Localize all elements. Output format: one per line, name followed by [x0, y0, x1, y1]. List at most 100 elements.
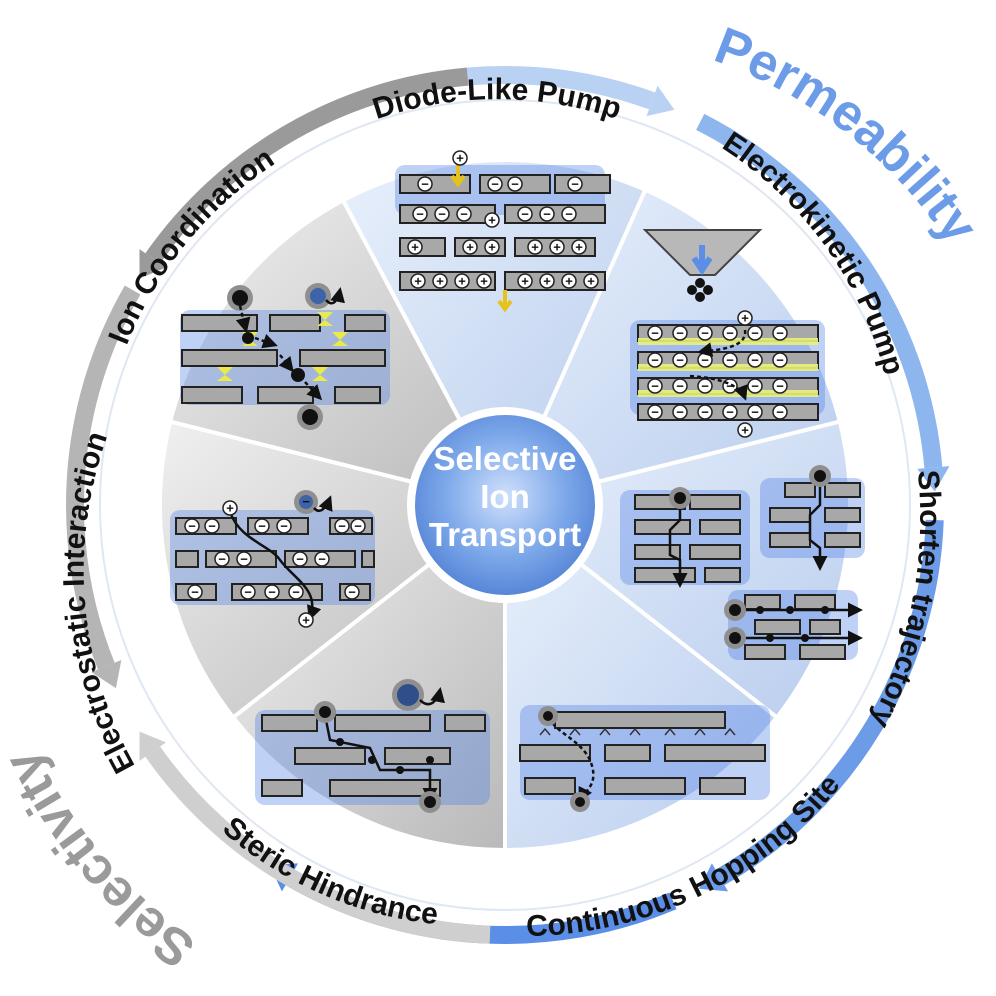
ekin-neg-symbol: − — [776, 353, 784, 368]
diode-neg-symbol: − — [511, 177, 519, 192]
short-trajectory-2 — [808, 478, 828, 571]
hop-site — [694, 727, 706, 736]
estat-anion-symbol: − — [302, 494, 310, 509]
estat-neg-symbol: − — [240, 552, 248, 567]
ekin-flow-band — [638, 338, 818, 345]
steric-dot — [336, 738, 344, 746]
ekin-neg-symbol: − — [676, 326, 684, 341]
diode-neg-circle — [507, 176, 523, 192]
ekin-neg-symbol: − — [701, 379, 709, 394]
center-line-3: Transport — [429, 516, 581, 553]
ekin-neg-circle — [772, 378, 788, 394]
coord-path — [278, 354, 294, 373]
diode-pos-symbol: + — [587, 274, 595, 289]
coord-slab — [257, 386, 314, 404]
ekin-neg-symbol: − — [651, 379, 659, 394]
ekin-neg-symbol: − — [751, 326, 759, 341]
center-disc — [415, 415, 595, 595]
coord-site — [317, 312, 333, 326]
diode-pos-circle — [432, 273, 448, 289]
ekin-neg-symbol: − — [776, 326, 784, 341]
coord-site — [332, 332, 348, 346]
hop-site — [664, 727, 676, 736]
ekin-neg-circle — [772, 404, 788, 420]
ekin-neg-circle — [772, 325, 788, 341]
coord-bounce — [325, 287, 345, 305]
estat-slab — [361, 550, 375, 568]
funnel-blue-arrow — [691, 245, 713, 276]
hop-ion — [543, 711, 553, 721]
short-slab — [824, 482, 861, 498]
ekin-neg-circle — [697, 325, 713, 341]
diode-ion-symbol: + — [456, 151, 464, 166]
arrow-left-upper-grey-head — [139, 249, 167, 279]
mechanism-illustrations: −−−−−−−−−−++++++++++++++++−−−−−−−−−−−−−−… — [170, 150, 865, 813]
diode-neg-circle — [456, 206, 472, 222]
hop-slab — [604, 777, 686, 795]
ekin-neg-symbol: − — [751, 353, 759, 368]
diode-neg-circle — [434, 206, 450, 222]
ekin-path — [697, 329, 747, 358]
steric-slab — [329, 779, 441, 797]
short-ion — [729, 632, 741, 644]
ekin-neg-symbol: − — [651, 353, 659, 368]
ekin-neg-symbol: − — [701, 353, 709, 368]
ekin-neg-circle — [747, 352, 763, 368]
short-slab — [799, 644, 846, 660]
diode-pos-circle — [527, 239, 543, 255]
diode-neg-symbol: − — [521, 207, 529, 222]
estat-neg-symbol: − — [280, 519, 288, 534]
diode-pos-circle — [476, 273, 492, 289]
funnel-particle — [687, 285, 697, 295]
diode-pos-circle — [517, 273, 533, 289]
steric-dot — [396, 766, 404, 774]
estat-neg-symbol: − — [318, 552, 326, 567]
ekin-neg-circle — [672, 352, 688, 368]
ekin-neg-circle — [647, 325, 663, 341]
diode-pos-circle — [462, 239, 478, 255]
diode-ion-circle — [484, 212, 500, 228]
arrow-left-lower-grey — [66, 285, 141, 670]
short-ion — [729, 604, 741, 616]
diode-pos-symbol: + — [543, 274, 551, 289]
ekin-neg-symbol: − — [676, 379, 684, 394]
ekin-ion-circle — [737, 422, 753, 438]
ekin-neg-circle — [647, 404, 663, 420]
ekin-ion-symbol: + — [741, 311, 749, 326]
estat-neg-circle — [254, 518, 270, 534]
steric-slab — [294, 747, 366, 765]
estat-neg-circle — [214, 551, 230, 567]
ekin-neg-symbol: − — [726, 379, 734, 394]
ekin-neg-symbol: − — [751, 405, 759, 420]
coord-slab — [269, 314, 321, 332]
wedge-hopping — [503, 500, 780, 853]
ekin-neg-symbol: − — [726, 326, 734, 341]
diode-pos-symbol: + — [565, 274, 573, 289]
diode-pos-circle — [549, 239, 565, 255]
hop-slab — [554, 711, 726, 729]
hop-slab — [524, 777, 576, 795]
diode-pos-symbol: + — [575, 240, 583, 255]
ekin-neg-circle — [772, 352, 788, 368]
ekin-flow-band — [638, 390, 818, 397]
estat-neg-symbol: − — [354, 519, 362, 534]
ekin-neg-circle — [697, 378, 713, 394]
estat-cation-circle — [222, 500, 238, 516]
hop-site — [724, 727, 736, 736]
estat-neg-circle — [236, 551, 252, 567]
coord-site — [312, 367, 328, 381]
steric-slab — [261, 714, 318, 732]
estat-cation-symbol: + — [226, 501, 234, 516]
coord-path — [254, 333, 278, 349]
diode-pos-symbol: + — [553, 240, 561, 255]
estat-neg-symbol: − — [348, 585, 356, 600]
estat-neg-circle — [288, 584, 304, 600]
estat-neg-symbol: − — [258, 519, 266, 534]
arrow-right-lower-blue — [715, 519, 944, 886]
diode-pos-symbol: + — [436, 274, 444, 289]
ekin-neg-symbol: − — [776, 379, 784, 394]
ekin-neg-circle — [722, 352, 738, 368]
short-slab — [704, 567, 741, 583]
coord-slab — [181, 349, 278, 367]
coord-path — [304, 381, 323, 401]
